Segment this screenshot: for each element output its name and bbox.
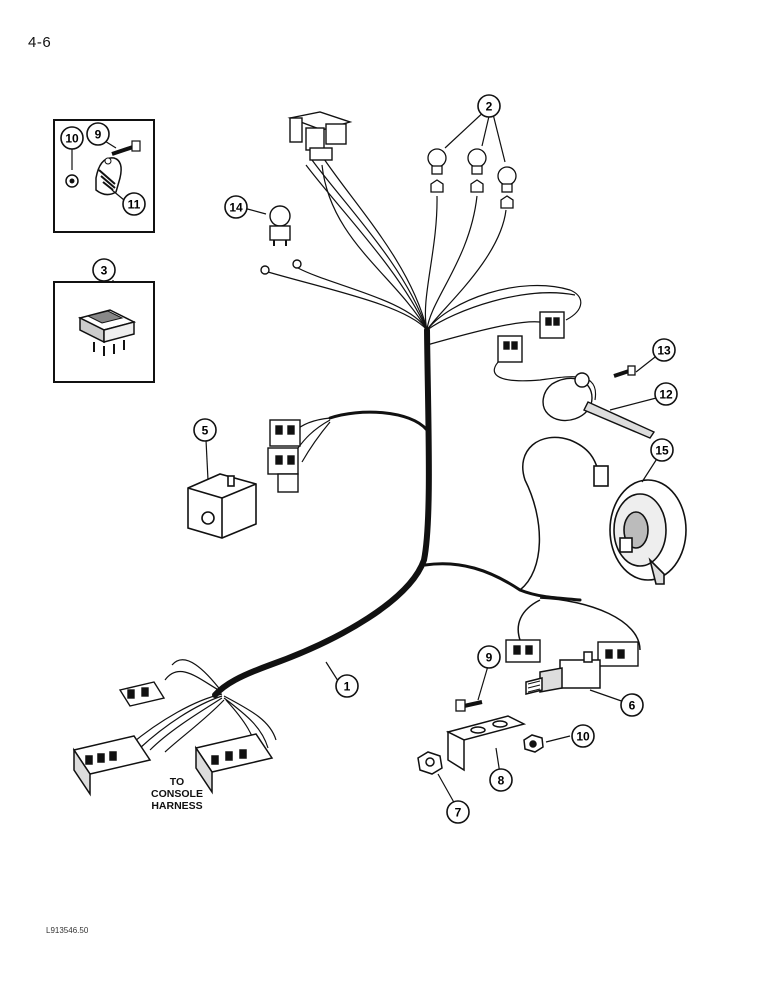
bulb-left: [427, 148, 447, 193]
callout-2: 2: [477, 94, 501, 118]
svg-text:15: 15: [655, 444, 669, 458]
console-wires: [129, 659, 277, 755]
callout-8: 8: [489, 768, 513, 792]
lower-right-wires: [517, 436, 641, 651]
bolt-9: [455, 699, 483, 712]
brake-switch: [525, 651, 601, 695]
svg-text:14: 14: [229, 201, 243, 215]
callout-1: 1: [335, 674, 359, 698]
svg-text:10: 10: [576, 730, 590, 744]
svg-text:9: 9: [95, 128, 102, 142]
callout-7: 7: [446, 800, 470, 824]
callout-9-lower: 9: [477, 645, 501, 669]
svg-text:6: 6: [629, 699, 636, 713]
callout-15: 15: [650, 438, 674, 462]
figure-code: L913546.50: [46, 926, 89, 935]
svg-text:9: 9: [486, 651, 493, 665]
callout-12: 12: [654, 382, 678, 406]
svg-text:13: 13: [657, 344, 671, 358]
top-connector: [287, 111, 353, 161]
connector-block-5: [267, 419, 301, 493]
main-harness: [212, 327, 582, 698]
svg-text:12: 12: [659, 388, 673, 402]
connector-pair-upper-right: [497, 311, 565, 363]
flasher-module: [187, 473, 257, 539]
svg-text:2: 2: [486, 100, 493, 114]
callout-10-lower: 10: [571, 724, 595, 748]
callout-11: 11: [122, 192, 146, 216]
console-harness-label: TO CONSOLE HARNESS: [132, 776, 222, 812]
top-wires: [267, 149, 597, 401]
svg-text:5: 5: [202, 424, 209, 438]
svg-text:3: 3: [101, 264, 108, 278]
bulb-middle: [467, 148, 487, 193]
leader-lines: [71, 107, 665, 807]
console-label-line2: CONSOLE: [151, 788, 203, 800]
console-label-line3: HARNESS: [151, 800, 203, 812]
horn: [593, 465, 687, 585]
svg-text:8: 8: [498, 774, 505, 788]
screw-13: [613, 365, 636, 378]
svg-text:11: 11: [128, 198, 141, 212]
callout-6: 6: [620, 693, 644, 717]
svg-text:7: 7: [455, 806, 462, 820]
page-number: 4-6: [28, 34, 52, 51]
connector-console-right: [194, 733, 274, 795]
inset-box-switch: [53, 281, 155, 383]
bracket: [445, 715, 527, 772]
console-label-line1: TO: [169, 776, 185, 788]
connector-console-left: [72, 735, 152, 797]
svg-text:1: 1: [344, 680, 351, 694]
indicator-lamp: [269, 205, 291, 246]
bulb-right: [497, 166, 517, 209]
callout-13: 13: [652, 338, 676, 362]
temperature-sender: [542, 372, 656, 439]
callout-10-inset: 10: [60, 126, 84, 150]
callout-9-inset: 9: [86, 122, 110, 146]
connector-console-small: [118, 681, 166, 707]
nut-7: [417, 751, 443, 775]
connector-lower-right: [597, 641, 639, 667]
callout-3: 3: [92, 258, 116, 282]
connector-lower-middle: [505, 639, 541, 663]
svg-text:10: 10: [65, 132, 79, 146]
callout-14: 14: [224, 195, 248, 219]
nut-10: [523, 734, 544, 753]
callout-5: 5: [193, 418, 217, 442]
ring-terminals: [260, 259, 302, 275]
